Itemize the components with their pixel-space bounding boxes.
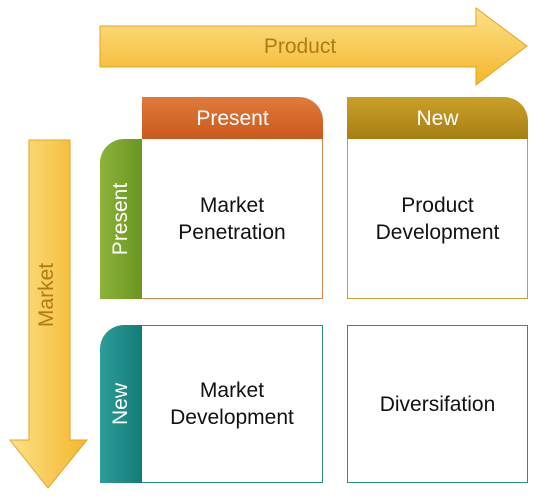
row-header-new: New bbox=[100, 325, 142, 483]
product-development-text: Product Development bbox=[376, 192, 500, 246]
market-development-cell: Market Development bbox=[142, 325, 323, 483]
cell-line: Market bbox=[199, 379, 265, 402]
market-arrow bbox=[8, 139, 89, 489]
column-header-new: New bbox=[347, 97, 528, 139]
market-development-text: Market Development bbox=[170, 377, 294, 431]
product-axis-label: Product bbox=[263, 35, 337, 58]
row-header-present-label: Present bbox=[109, 182, 132, 256]
product-development-cell: Product Development bbox=[347, 139, 528, 299]
row-header-present: Present bbox=[100, 139, 142, 299]
cell-line: Product bbox=[401, 193, 474, 217]
diversification-text: Diversifation bbox=[380, 391, 496, 418]
cell-line: Penetration bbox=[178, 220, 286, 244]
cell-line: Diversifation bbox=[379, 392, 496, 416]
cell-line: Development bbox=[375, 220, 500, 244]
market-axis-label: Market bbox=[35, 262, 58, 328]
column-header-present: Present bbox=[142, 97, 323, 139]
product-arrow bbox=[99, 7, 528, 87]
cell-line: Development bbox=[170, 406, 294, 429]
cell-line: Market bbox=[199, 193, 265, 217]
row-header-new-label: New bbox=[109, 382, 132, 426]
market-penetration-cell: Market Penetration bbox=[142, 139, 323, 299]
diversification-cell: Diversifation bbox=[347, 325, 528, 483]
market-penetration-text: Market Penetration bbox=[178, 192, 285, 246]
